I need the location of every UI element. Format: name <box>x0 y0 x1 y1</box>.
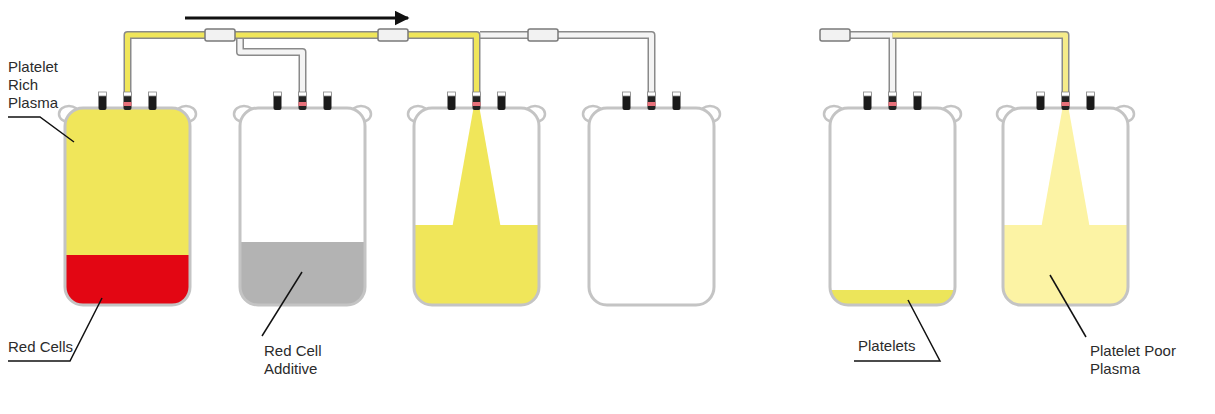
port-cap <box>648 92 656 96</box>
bag-port <box>673 92 681 110</box>
blood-bag <box>824 92 961 305</box>
bags <box>59 92 1134 305</box>
bag-port <box>623 92 631 110</box>
leader-line <box>8 117 74 142</box>
bag-body <box>240 108 365 305</box>
port-ring <box>648 102 656 106</box>
tube-clamp <box>205 29 235 41</box>
port-cap <box>274 92 282 96</box>
bag-port <box>274 92 282 110</box>
bag-body <box>830 108 955 305</box>
bag-port <box>1062 92 1070 110</box>
leader-line <box>854 300 940 361</box>
tube-wall <box>893 35 1066 95</box>
bag-port <box>498 92 506 110</box>
bag-port <box>448 92 456 110</box>
bag-body <box>414 108 539 305</box>
tube <box>128 35 477 95</box>
port-cap <box>149 92 157 96</box>
blood-bag <box>583 92 720 305</box>
port-cap <box>448 92 456 96</box>
port-cap <box>623 92 631 96</box>
bag-outline <box>830 108 955 305</box>
tube-clamp <box>378 29 408 41</box>
port-cap <box>864 92 872 96</box>
port-ring <box>889 102 897 106</box>
port-cap <box>1062 92 1070 96</box>
tube-wall <box>240 35 303 95</box>
flow-arrow <box>185 17 408 20</box>
port-cap <box>673 92 681 96</box>
port-ring <box>124 102 132 106</box>
leader-line <box>1050 275 1086 337</box>
bag-contents <box>240 242 365 305</box>
part-label: Platelet Rich Plasma <box>8 58 58 112</box>
bag-port <box>1037 92 1045 110</box>
bag-port <box>99 92 107 110</box>
bag-contents <box>1003 225 1128 305</box>
bag-port <box>864 92 872 110</box>
tubing <box>128 29 1066 95</box>
bag-outline <box>240 108 365 305</box>
tube <box>480 35 652 95</box>
blood-bag <box>234 92 371 305</box>
bag-port <box>324 92 332 110</box>
port-cap <box>99 92 107 96</box>
tube <box>240 35 303 95</box>
bag-body <box>65 108 190 305</box>
tube <box>893 35 1066 95</box>
tube-wall <box>480 35 652 95</box>
bag-contents <box>830 290 955 305</box>
part-label: Platelet Poor Plasma <box>1090 342 1200 378</box>
tube-wall <box>850 35 893 95</box>
bag-contents <box>65 108 190 255</box>
bag-port <box>914 92 922 110</box>
port-cap <box>1037 92 1045 96</box>
port-ring <box>299 102 307 106</box>
part-label: Red Cells <box>8 338 73 356</box>
leader-line <box>8 298 102 361</box>
bag-port <box>149 92 157 110</box>
bag-port <box>473 92 481 110</box>
port-cap <box>124 92 132 96</box>
blood-bag <box>997 92 1134 305</box>
bag-port <box>1087 92 1095 110</box>
bag-port <box>648 92 656 110</box>
part-label: Platelets <box>858 337 916 355</box>
port-ring <box>473 102 481 106</box>
port-cap <box>299 92 307 96</box>
bag-outline <box>65 108 190 305</box>
port-cap <box>324 92 332 96</box>
bag-contents <box>65 255 190 305</box>
port-ring <box>1062 102 1070 106</box>
tube-wall <box>128 35 477 95</box>
leader-lines <box>8 117 1086 361</box>
tube <box>850 35 893 95</box>
leader-line <box>262 272 302 336</box>
bag-outline <box>414 108 539 305</box>
bag-port <box>124 92 132 110</box>
tube-clamp <box>528 29 558 41</box>
tube-clamp <box>820 29 850 41</box>
blood-bag <box>59 92 196 305</box>
bag-body <box>589 108 714 305</box>
port-cap <box>914 92 922 96</box>
blood-bag <box>408 92 545 305</box>
inflow-stream <box>453 108 501 226</box>
bag-port <box>889 92 897 110</box>
part-label: Red Cell Additive <box>264 342 336 378</box>
bag-body <box>1003 108 1128 305</box>
port-cap <box>473 92 481 96</box>
port-cap <box>1087 92 1095 96</box>
inflow-stream <box>1042 108 1090 226</box>
bag-outline <box>589 108 714 305</box>
bag-port <box>299 92 307 110</box>
port-cap <box>498 92 506 96</box>
bag-outline <box>1003 108 1128 305</box>
bag-contents <box>414 225 539 305</box>
port-cap <box>889 92 897 96</box>
